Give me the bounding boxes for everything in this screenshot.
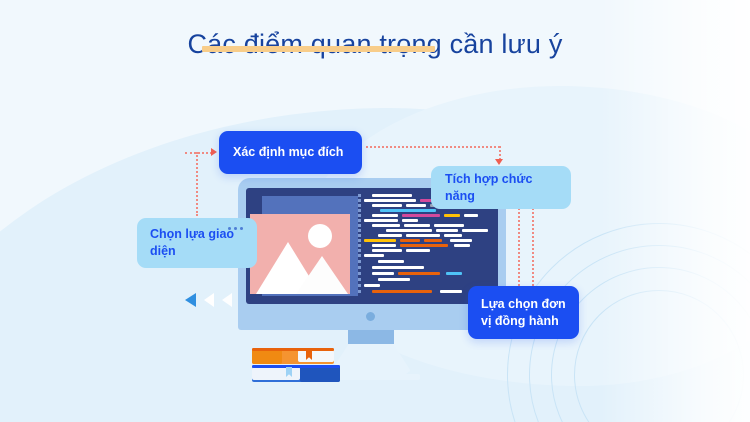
code-line-segment bbox=[380, 209, 436, 212]
connector-left-horizontal bbox=[185, 152, 212, 154]
callout-label: Lựa chọn đơn vị đồng hành bbox=[481, 296, 566, 328]
callout-label: Chọn lựa giao diện bbox=[150, 227, 235, 258]
code-line-segment bbox=[378, 234, 402, 237]
callout-tich-hop-chuc-nang[interactable]: Tích hợp chức năng bbox=[431, 166, 571, 209]
code-line-segment bbox=[364, 239, 396, 242]
code-line-segment bbox=[372, 244, 396, 247]
code-line-segment bbox=[434, 224, 464, 227]
code-line-segment bbox=[386, 229, 432, 232]
connector-right-horizontal bbox=[366, 146, 500, 148]
code-line-segment bbox=[364, 199, 416, 202]
blue-book-pages bbox=[252, 367, 300, 380]
code-gutter-dot bbox=[358, 219, 361, 222]
code-line-segment bbox=[464, 214, 478, 217]
orange-book-cover bbox=[252, 348, 282, 364]
title-underline-bar bbox=[202, 46, 435, 52]
code-line-segment bbox=[372, 290, 432, 293]
callout-label: Xác định mục đích bbox=[233, 145, 344, 160]
code-gutter-dot bbox=[358, 266, 361, 269]
triangle-left-white-1-icon bbox=[204, 293, 214, 307]
code-line-segment bbox=[372, 204, 402, 207]
code-line-segment bbox=[372, 214, 398, 217]
code-line-segment bbox=[398, 272, 440, 275]
code-line-segment bbox=[378, 260, 404, 263]
code-gutter-dot bbox=[358, 209, 361, 212]
code-gutter-dot bbox=[358, 278, 361, 281]
code-line-segment bbox=[424, 239, 442, 242]
code-gutter-dot bbox=[358, 214, 361, 217]
code-line-segment bbox=[378, 278, 410, 281]
triangle-left-white-2-icon bbox=[222, 293, 232, 307]
code-gutter-dot bbox=[358, 204, 361, 207]
code-line-segment bbox=[406, 249, 430, 252]
connector-right-vertical bbox=[499, 146, 501, 160]
callout-lua-chon-don-vi-dong-hanh[interactable]: Lựa chọn đơn vị đồng hành bbox=[468, 286, 579, 339]
code-line-segment bbox=[372, 249, 402, 252]
monitor-base bbox=[322, 374, 420, 380]
orange-book-spine bbox=[252, 348, 334, 351]
blue-book-spine bbox=[252, 365, 340, 368]
code-editor-area bbox=[358, 194, 496, 300]
books-illustration bbox=[252, 348, 348, 384]
code-line-segment bbox=[402, 214, 440, 217]
connector-left-vertical bbox=[196, 152, 198, 216]
code-line-segment bbox=[364, 219, 398, 222]
code-line-segment bbox=[446, 272, 462, 275]
code-gutter-dot bbox=[358, 260, 361, 263]
code-gutter-dot bbox=[358, 249, 361, 252]
monitor-screen bbox=[246, 188, 498, 304]
monitor-neck bbox=[348, 330, 394, 344]
code-line-segment bbox=[372, 194, 412, 197]
code-gutter-dot bbox=[358, 239, 361, 242]
orange-bookmark-icon bbox=[306, 350, 312, 360]
code-line-segment bbox=[402, 219, 418, 222]
callout-label: Tích hợp chức năng bbox=[445, 171, 533, 203]
code-line-segment bbox=[406, 234, 440, 237]
code-line-segment bbox=[400, 244, 448, 247]
callout-xac-dinh-muc-dich[interactable]: Xác định mục đích bbox=[219, 131, 362, 174]
mountain-shape-small bbox=[296, 256, 348, 294]
code-gutter-dot bbox=[358, 272, 361, 275]
ellipsis-dots-icon bbox=[228, 227, 243, 230]
code-gutter-dot bbox=[358, 229, 361, 232]
code-gutter-dot bbox=[358, 224, 361, 227]
code-line-segment bbox=[372, 224, 400, 227]
code-line-segment bbox=[436, 229, 458, 232]
page-title: Các điểm quan trọng cần lưu ý bbox=[187, 29, 563, 59]
background-right-fade bbox=[600, 0, 750, 422]
monitor-power-dot bbox=[366, 312, 375, 321]
code-line-segment bbox=[462, 229, 488, 232]
image-placeholder bbox=[250, 214, 350, 294]
code-line-segment bbox=[364, 254, 384, 257]
triangle-left-blue-icon bbox=[185, 293, 196, 307]
code-gutter-dot bbox=[358, 234, 361, 237]
code-line-segment bbox=[372, 272, 394, 275]
code-line-segment bbox=[444, 234, 462, 237]
connector-partner-vertical-b bbox=[532, 205, 534, 289]
code-gutter-dot bbox=[358, 199, 361, 202]
code-gutter-dot bbox=[358, 290, 361, 293]
code-line-segment bbox=[450, 239, 472, 242]
code-gutter-dot bbox=[358, 254, 361, 257]
blue-bookmark-icon bbox=[286, 367, 292, 377]
code-line-segment bbox=[404, 224, 430, 227]
code-line-segment bbox=[400, 239, 420, 242]
code-line-segment bbox=[440, 290, 462, 293]
code-line-segment bbox=[372, 266, 424, 269]
code-gutter-dot bbox=[358, 244, 361, 247]
orange-book-pages bbox=[298, 350, 334, 362]
callout-chon-lua-giao-dien[interactable]: Chọn lựa giao diện bbox=[137, 218, 257, 268]
connector-partner-vertical-a bbox=[518, 205, 520, 289]
code-gutter-dot bbox=[358, 284, 361, 287]
code-gutter-dot bbox=[358, 194, 361, 197]
monitor-bezel bbox=[238, 178, 506, 330]
code-line-segment bbox=[406, 204, 426, 207]
page-title-wrapper: Các điểm quan trọng cần lưu ý bbox=[0, 28, 750, 60]
code-line-segment bbox=[454, 244, 470, 247]
connector-left-arrowhead-icon bbox=[211, 148, 217, 156]
blue-book-cover bbox=[300, 365, 340, 382]
code-line-segment bbox=[444, 214, 460, 217]
code-line-segment bbox=[364, 284, 380, 287]
connector-right-arrowhead-icon bbox=[495, 159, 503, 165]
